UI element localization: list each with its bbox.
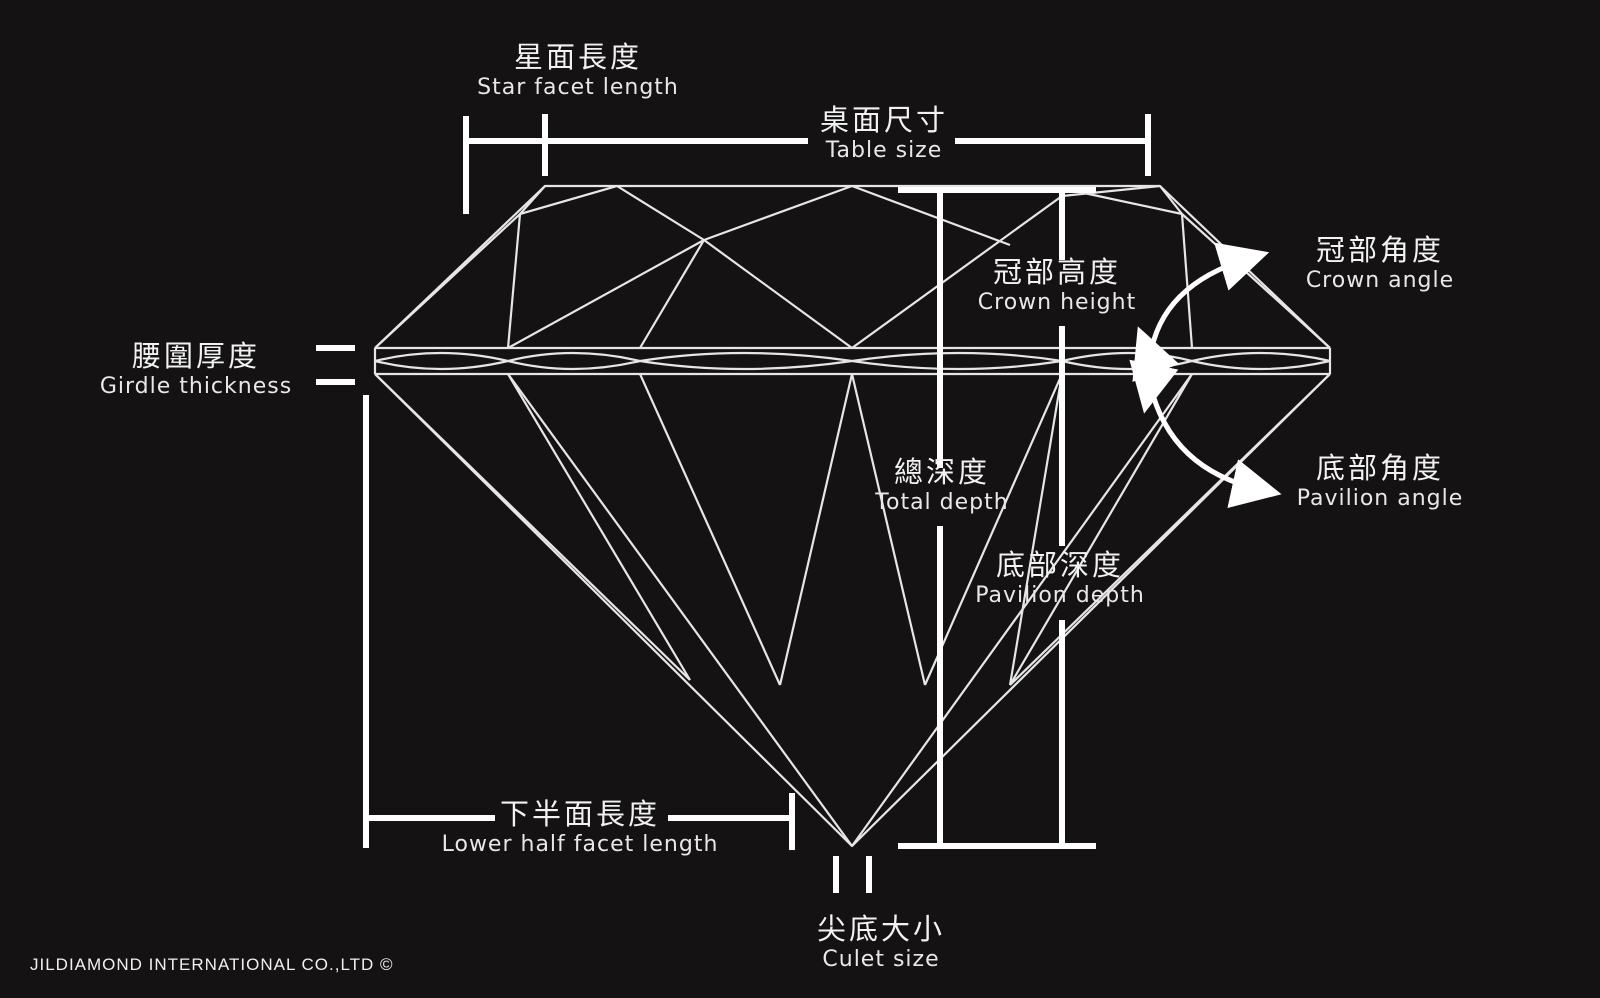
label-en: Lower half facet length	[441, 832, 719, 857]
label-zh: 尖底大小	[816, 912, 946, 946]
label-crown-angle: 冠部角度 Crown angle	[1306, 233, 1454, 295]
label-zh: 冠部角度	[1315, 233, 1445, 267]
label-en: Table size	[825, 138, 943, 163]
crown-angle-arc	[1147, 242, 1270, 359]
label-en: Girdle thickness	[99, 374, 293, 399]
label-en: Total depth	[875, 490, 1009, 515]
copyright-text: JILDIAMOND INTERNATIONAL CO.,LTD ©	[30, 955, 394, 974]
label-zh: 腰圍厚度	[131, 339, 260, 373]
label-total-depth: 總深度 Total depth	[875, 455, 1008, 517]
label-crown-height: 冠部高度 Crown height	[978, 255, 1136, 317]
label-pavilion-depth: 底部深度 Pavilion depth	[975, 548, 1145, 610]
label-culet-size: 尖底大小 Culet size	[817, 912, 945, 974]
label-star-facet-length: 星面長度 Star facet length	[477, 40, 679, 102]
label-en: Pavilion depth	[975, 583, 1145, 608]
label-en: Culet size	[822, 947, 940, 972]
label-zh: 底部角度	[1315, 451, 1444, 485]
label-lower-half-facet-length: 下半面長度 Lower half facet length	[442, 797, 719, 859]
label-table-size: 桌面尺寸 Table size	[820, 103, 948, 165]
label-zh: 下半面長度	[499, 797, 660, 831]
measurement-markers	[316, 114, 1151, 893]
label-zh: 總深度	[893, 455, 991, 489]
label-pavilion-angle: 底部角度 Pavilion angle	[1297, 451, 1464, 513]
label-zh: 桌面尺寸	[819, 103, 949, 137]
label-en: Crown angle	[1305, 268, 1455, 293]
label-en: Star facet length	[477, 75, 679, 100]
label-girdle-thickness: 腰圍厚度 Girdle thickness	[100, 339, 292, 401]
pavilion-angle-arc	[1147, 383, 1282, 509]
label-en: Crown height	[977, 290, 1137, 315]
label-zh: 星面長度	[513, 40, 642, 74]
angle-arrows	[1129, 242, 1282, 509]
label-en: Pavilion angle	[1296, 486, 1464, 511]
diamond-facets	[373, 184, 1332, 848]
label-zh: 冠部高度	[992, 255, 1121, 289]
label-zh: 底部深度	[995, 548, 1125, 582]
